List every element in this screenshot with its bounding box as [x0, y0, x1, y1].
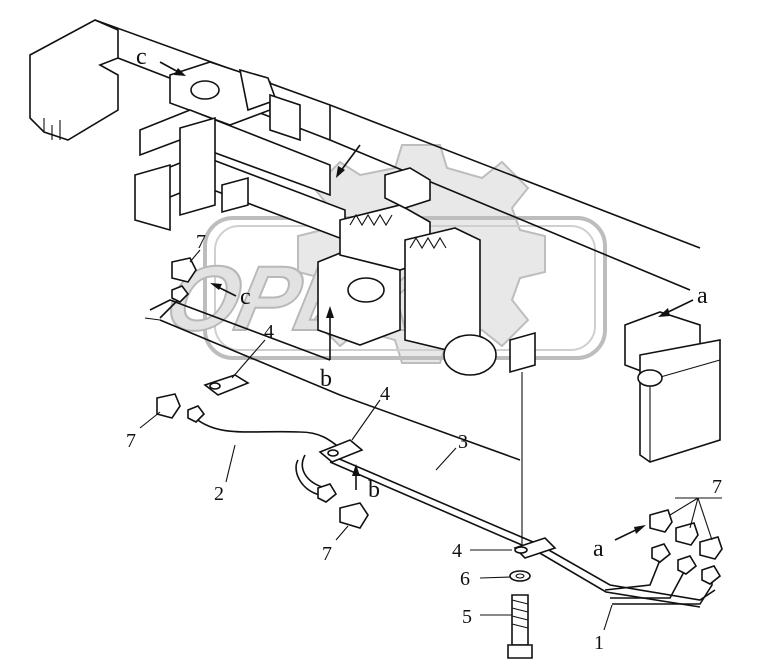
callout-c-mid: c: [240, 284, 251, 310]
part-7-right: 7: [712, 476, 722, 498]
fittings: [156, 257, 723, 659]
clamp-icon: [318, 439, 364, 463]
hose-lines: [159, 299, 716, 608]
callout-b-bottom: b: [368, 477, 380, 503]
callout-c-top: c: [136, 44, 147, 70]
part-2: 2: [214, 483, 224, 505]
elbow-fitting-icon: [339, 502, 369, 529]
leader-lines: [139, 61, 722, 631]
part-7-bottom: 7: [322, 543, 332, 565]
part-6: 6: [460, 568, 470, 590]
callout-a-top: a: [697, 283, 708, 309]
callout-labels: c a c b b a 7 4 7 2 4 3 7 4 6 5 1 7: [126, 44, 722, 654]
callout-a-bottom: a: [593, 536, 604, 562]
part-4-mid: 4: [380, 383, 390, 405]
part-3: 3: [458, 431, 468, 453]
elbow-fitting-icon: [156, 393, 181, 419]
part-7-top: 7: [196, 231, 206, 253]
washer-icon: [509, 570, 531, 582]
part-4-left: 4: [264, 321, 274, 343]
part-1: 1: [594, 632, 604, 654]
elbow-fitting-icon: [649, 509, 673, 533]
part-5: 5: [462, 606, 472, 628]
callout-b-top: b: [320, 366, 332, 392]
elbow-fitting-icon: [699, 536, 723, 560]
clamp-icon: [203, 374, 250, 396]
elbow-fitting-icon: [171, 257, 197, 283]
part-7-left: 7: [126, 430, 136, 452]
elbow-fitting-icon: [675, 522, 699, 546]
part-4-washer: 4: [452, 540, 462, 562]
frame-assembly: [29, 19, 721, 545]
